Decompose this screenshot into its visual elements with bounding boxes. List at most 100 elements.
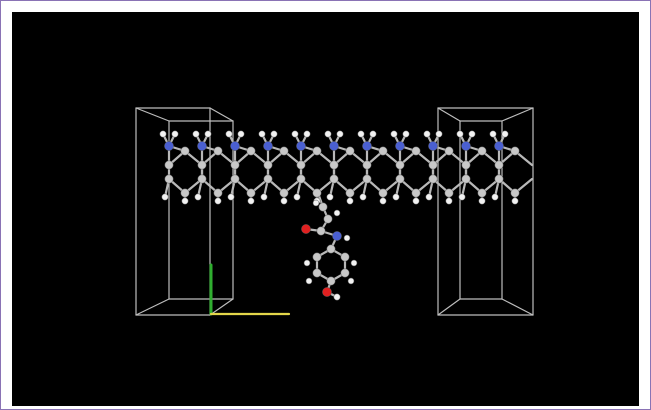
carbon-atom	[197, 174, 207, 184]
carbon-atom	[263, 160, 273, 170]
hydrogen-atom	[194, 193, 202, 201]
carbon-atom	[395, 174, 405, 184]
hydrogen-atom	[293, 193, 301, 201]
carbon-atom	[263, 174, 273, 184]
hydrogen-atom	[192, 130, 200, 138]
hydrogen-atom	[303, 259, 311, 267]
hydrogen-atom	[333, 209, 341, 217]
carbon-atom	[340, 268, 350, 278]
carbon-atom	[340, 252, 350, 262]
nitrogen-atom	[395, 141, 405, 151]
carbon-atom	[428, 160, 438, 170]
nitrogen-atom	[494, 141, 504, 151]
hydrogen-atom	[369, 130, 377, 138]
hydrogen-atom	[423, 130, 431, 138]
hydrogen-atom	[204, 130, 212, 138]
hydrogen-atom	[326, 193, 334, 201]
hydrogen-atom	[159, 130, 167, 138]
nitrogen-atom	[197, 141, 207, 151]
hydrogen-atom	[227, 193, 235, 201]
hydrogen-atom	[280, 197, 288, 205]
hydrogen-atom	[343, 234, 351, 242]
carbon-atom	[477, 146, 487, 156]
unit-cell-box-left	[135, 298, 170, 316]
carbon-atom	[246, 188, 256, 198]
carbon-atom	[316, 226, 326, 236]
hydrogen-atom	[489, 130, 497, 138]
carbon-atom	[279, 188, 289, 198]
carbon-atom	[411, 146, 421, 156]
unit-cell-box-right	[501, 107, 534, 122]
carbon-atom	[318, 202, 328, 212]
nitrogen-atom	[164, 141, 174, 151]
hydrogen-atom	[347, 277, 355, 285]
hydrogen-atom	[291, 130, 299, 138]
carbon-atom	[326, 244, 336, 254]
hydrogen-atom	[350, 259, 358, 267]
carbon-atom	[510, 188, 520, 198]
hydrogen-atom	[324, 130, 332, 138]
carbon-atom	[444, 188, 454, 198]
nitrogen-atom	[428, 141, 438, 151]
hydrogen-atom	[214, 197, 222, 205]
hydrogen-atom	[445, 197, 453, 205]
carbon-atom	[326, 276, 336, 286]
hydrogen-atom	[468, 130, 476, 138]
carbon-atom	[444, 146, 454, 156]
nitrogen-atom	[296, 141, 306, 151]
carbon-atom	[477, 188, 487, 198]
carbon-atom	[164, 160, 174, 170]
hydrogen-atom	[359, 193, 367, 201]
carbon-atom	[312, 188, 322, 198]
carbon-atom	[345, 146, 355, 156]
unit-cell-box-left	[209, 298, 234, 316]
hydrogen-atom	[390, 130, 398, 138]
carbon-atom	[230, 160, 240, 170]
hydrogen-atom	[237, 130, 245, 138]
carbon-atom	[213, 188, 223, 198]
hydrogen-atom	[312, 199, 320, 207]
carbon-atom	[246, 146, 256, 156]
hydrogen-atom	[333, 293, 341, 301]
hydrogen-atom	[402, 130, 410, 138]
hydrogen-atom	[392, 193, 400, 201]
hydrogen-atom	[478, 197, 486, 205]
carbon-atom	[279, 146, 289, 156]
unit-cell-box-left	[209, 107, 234, 122]
carbon-atom	[411, 188, 421, 198]
carbon-atom	[494, 174, 504, 184]
hydrogen-atom	[181, 197, 189, 205]
hydrogen-atom	[456, 130, 464, 138]
hydrogen-atom	[247, 197, 255, 205]
unit-cell-box-right	[437, 107, 461, 122]
carbon-atom	[296, 174, 306, 184]
carbon-atom	[461, 160, 471, 170]
molecule-scene	[135, 107, 534, 316]
unit-cell-box-left	[135, 107, 170, 122]
carbon-atom	[345, 188, 355, 198]
nitrogen-atom	[263, 141, 273, 151]
hydrogen-atom	[501, 130, 509, 138]
hydrogen-atom	[171, 130, 179, 138]
carbon-atom	[395, 160, 405, 170]
hydrogen-atom	[260, 193, 268, 201]
hydrogen-atom	[379, 197, 387, 205]
carbon-atom	[362, 174, 372, 184]
carbon-atom	[323, 214, 333, 224]
nitrogen-atom	[230, 141, 240, 151]
carbon-atom	[428, 174, 438, 184]
nitrogen-atom	[461, 141, 471, 151]
hydrogen-atom	[458, 193, 466, 201]
carbon-atom	[312, 268, 322, 278]
hydrogen-atom	[270, 130, 278, 138]
carbon-atom	[296, 160, 306, 170]
carbon-atom	[461, 174, 471, 184]
oxygen-atom	[301, 224, 311, 234]
molecular-viewer-canvas	[12, 12, 639, 406]
carbon-atom	[378, 146, 388, 156]
hydrogen-atom	[511, 197, 519, 205]
hydrogen-atom	[336, 130, 344, 138]
carbon-atom	[510, 146, 520, 156]
nitrogen-atom	[362, 141, 372, 151]
